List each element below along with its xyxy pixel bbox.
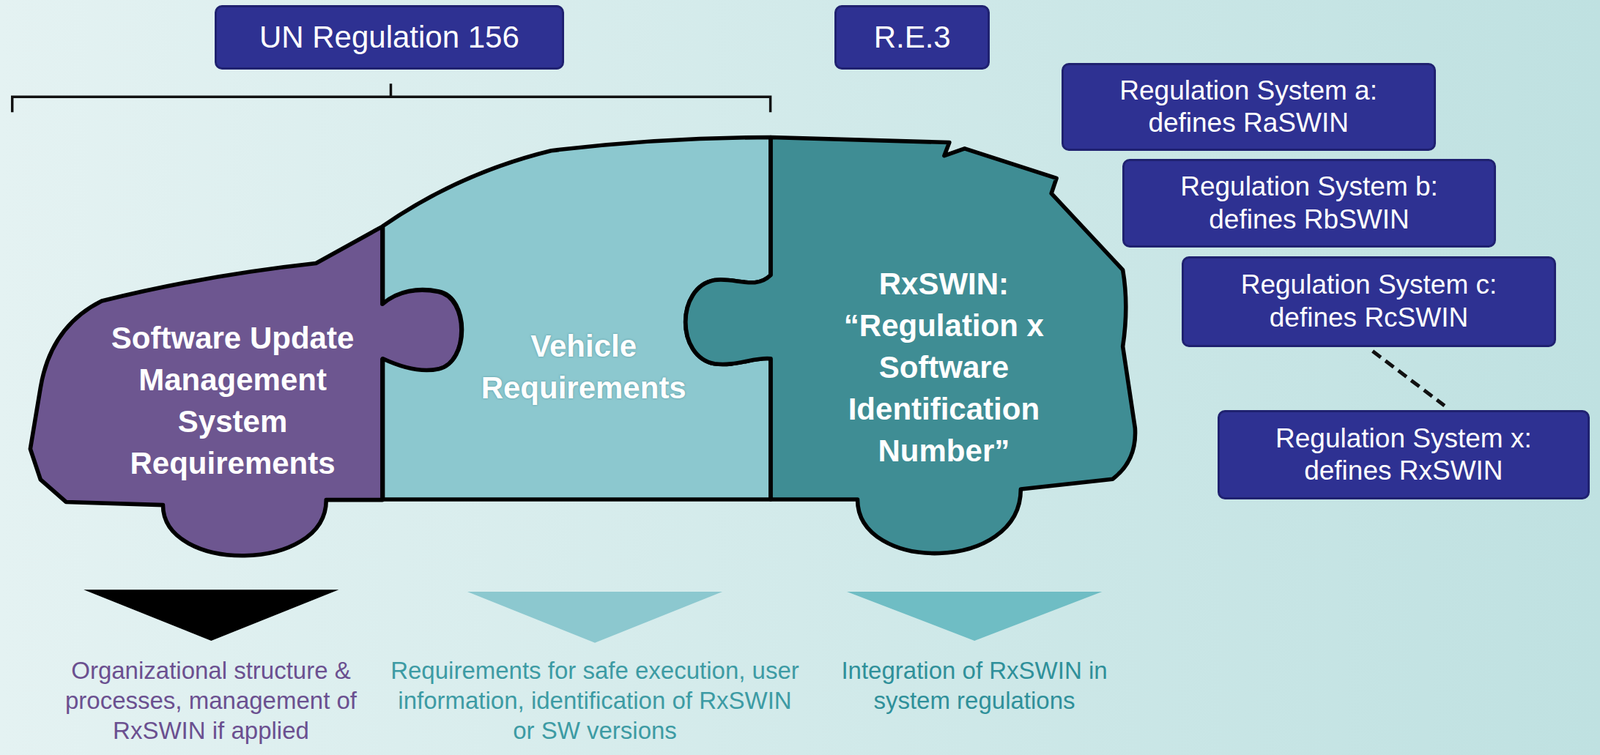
- regulation-system-box: Regulation System c: defines RcSWIN: [1181, 256, 1557, 348]
- regulation-system-box: Regulation System a: defines RaSWIN: [1061, 63, 1436, 151]
- caption-text: Requirements for safe execution, user in…: [389, 656, 800, 747]
- piece-label: Software Update Management System Requir…: [83, 317, 382, 485]
- box-label: UN Regulation 156: [249, 19, 530, 56]
- puzzle-piece: RxSWIN: “Regulation x Software Identific…: [671, 133, 1142, 575]
- dashed-connector: [1372, 351, 1445, 406]
- box-label: Regulation System x: defines RxSWIN: [1219, 422, 1588, 488]
- piece-label: RxSWIN: “Regulation x Software Identific…: [794, 263, 1094, 473]
- regulation-system-box: Regulation System b: defines RbSWIN: [1122, 158, 1496, 248]
- regulation-box: UN Regulation 156: [214, 5, 565, 70]
- pointer-triangle: [846, 591, 1102, 642]
- box-label: R.E.3: [863, 19, 962, 56]
- caption-text: Integration of RxSWIN in system regulati…: [820, 656, 1129, 717]
- box-label: Regulation System b: defines RbSWIN: [1124, 170, 1494, 236]
- piece-label: Vehicle Requirements: [456, 325, 712, 409]
- regulation-box: R.E.3: [834, 5, 990, 70]
- box-label: Regulation System c: defines RcSWIN: [1183, 268, 1554, 335]
- pointer-triangle: [83, 589, 339, 642]
- puzzle-shape: [684, 137, 1135, 554]
- regulation-system-box: Regulation System x: defines RxSWIN: [1217, 410, 1590, 501]
- pointer-triangle: [467, 591, 723, 644]
- bracket: [12, 83, 771, 113]
- caption-text: Organizational structure & processes, ma…: [35, 656, 387, 747]
- box-label: Regulation System a: defines RaSWIN: [1063, 74, 1434, 140]
